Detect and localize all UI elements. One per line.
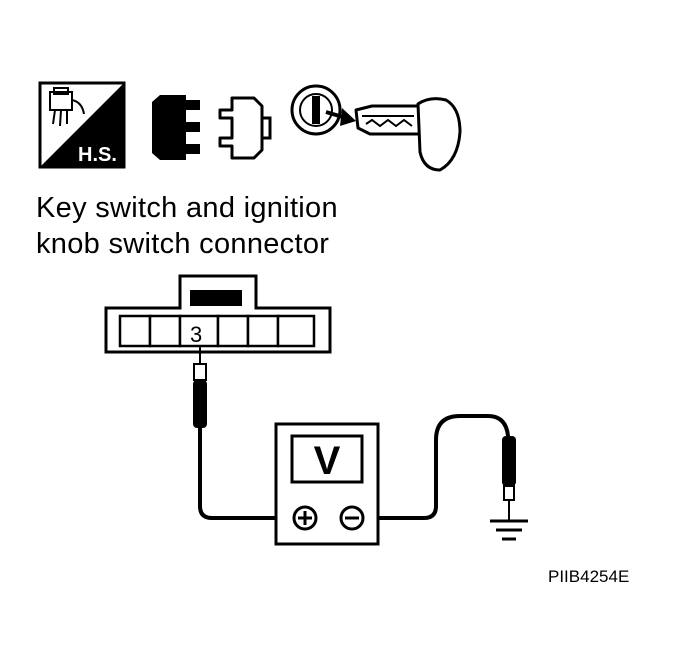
harness-side-icon: H.S.: [38, 81, 126, 169]
terminal-cavity: [276, 314, 316, 348]
positive-terminal: [292, 505, 318, 531]
ground-probe: [502, 436, 516, 520]
caption-line-1: Key switch and ignition: [36, 192, 338, 224]
connector-lock-tab: [190, 290, 242, 306]
negative-terminal: [339, 505, 365, 531]
voltmeter-unit-label: V: [314, 439, 341, 483]
positive-probe: [193, 346, 207, 428]
caption-line-2: knob switch connector: [36, 228, 330, 260]
voltmeter: V: [274, 422, 380, 546]
connector-disconnect-icon: [152, 95, 272, 160]
harness-side-label: H.S.: [78, 144, 117, 166]
connector-caption: Key switch and ignition knob switch conn…: [36, 190, 338, 262]
connector-housing: 3: [104, 274, 332, 354]
ground-symbol: [490, 519, 528, 541]
key-removed-icon: [290, 84, 462, 172]
terminal-number: 3: [190, 322, 202, 347]
terminal-cavity: [148, 314, 182, 348]
positive-lead-wire: [198, 426, 294, 520]
terminal-cavity: [216, 314, 250, 348]
negative-lead-wire: [364, 414, 510, 520]
reference-code: PIIB4254E: [548, 567, 630, 586]
voltmeter-display: [290, 434, 364, 484]
terminal-cavity: [118, 314, 152, 348]
terminal-cavity: [246, 314, 280, 348]
